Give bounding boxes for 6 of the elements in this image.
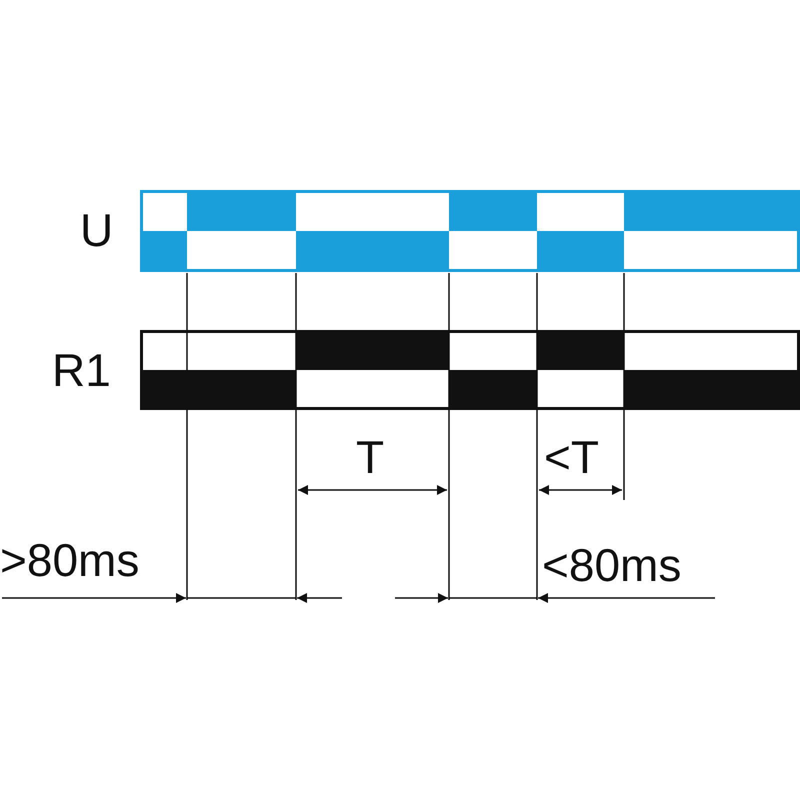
dimension-label: T bbox=[356, 432, 384, 482]
dimension-label: <80ms bbox=[542, 540, 682, 590]
dimension-label: <T bbox=[544, 432, 599, 482]
dimension-label: >80ms bbox=[0, 535, 140, 585]
signal-label: U bbox=[80, 205, 114, 255]
signal-label: R1 bbox=[52, 345, 111, 395]
